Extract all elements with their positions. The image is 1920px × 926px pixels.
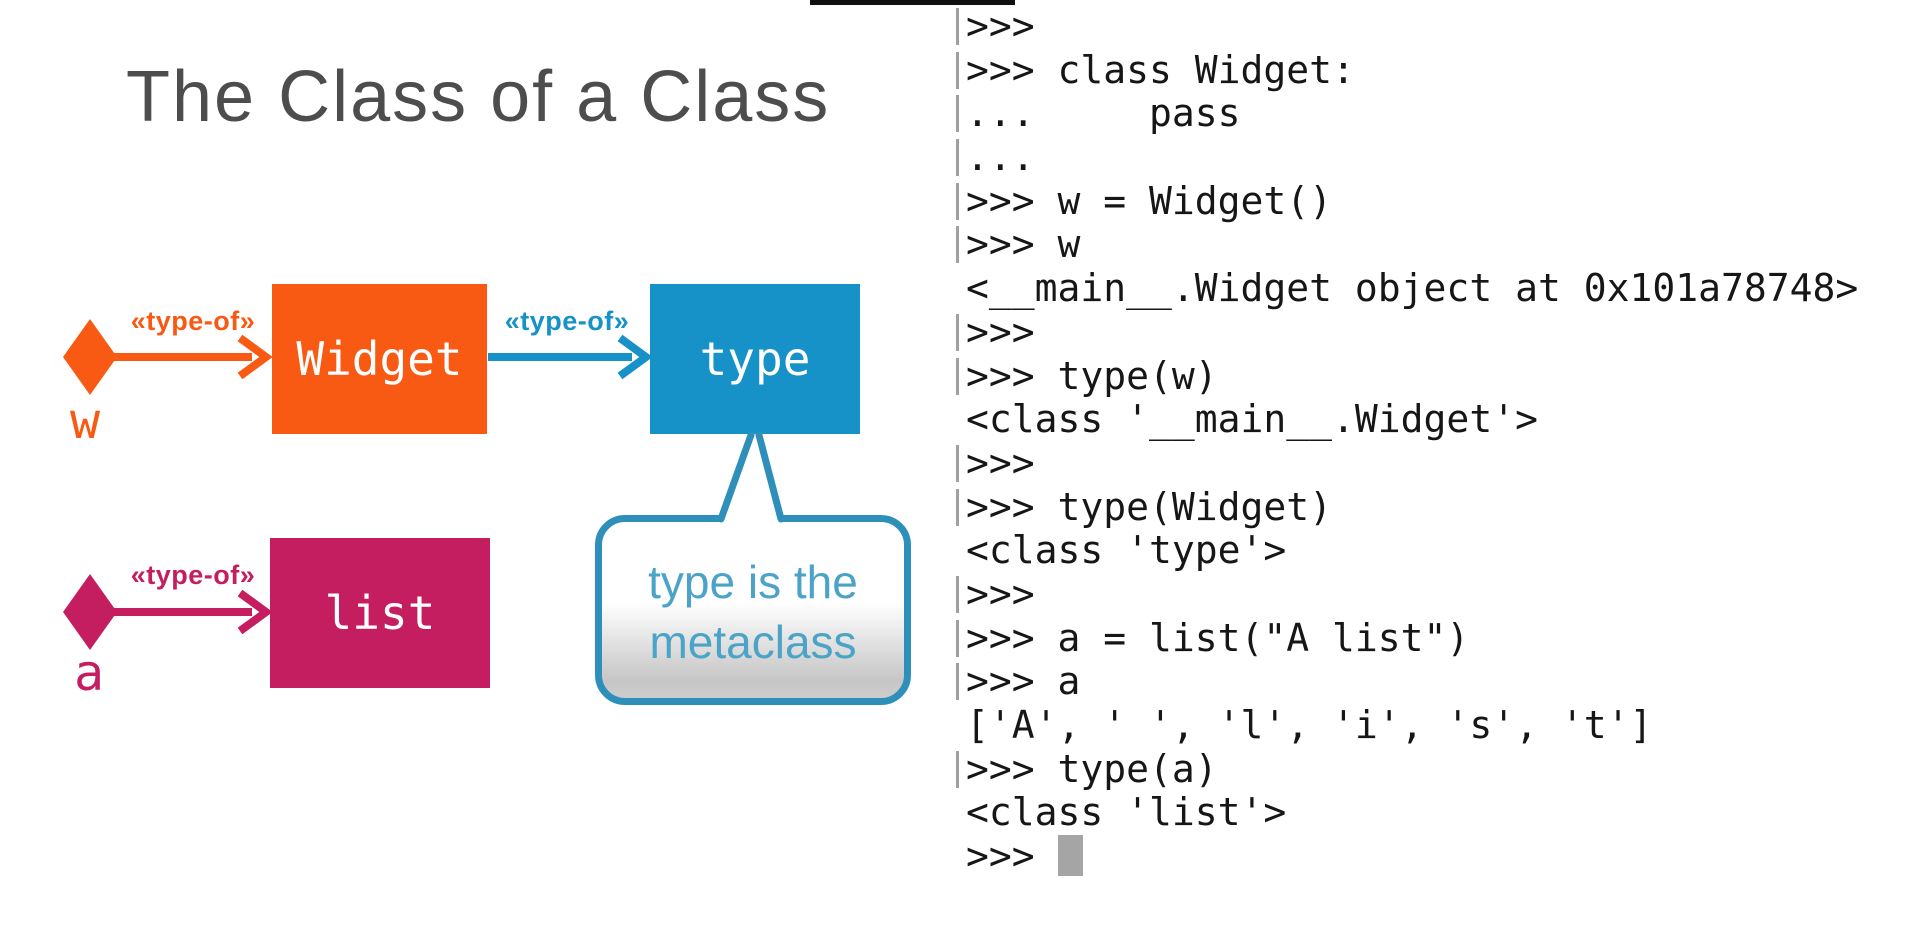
terminal-line-text: >>> type(a)	[966, 746, 1218, 791]
terminal-line-text: >>>	[966, 440, 1058, 485]
terminal-line-text: >>> w = Widget()	[966, 178, 1333, 223]
terminal-line-text: >>>	[966, 309, 1058, 354]
typeof-label-w-widget: «type-of»	[130, 306, 256, 336]
typeof-label-a-list: «type-of»	[130, 560, 256, 590]
callout-text-line1: type is the	[648, 556, 858, 608]
terminal-line: >>> type(Widget)	[956, 484, 1916, 530]
terminal-line-text: >>>	[966, 571, 1058, 616]
terminal-line: <class 'type'>	[966, 528, 1916, 573]
instance-a-diamond-icon	[63, 574, 117, 650]
type-class-label: type	[699, 332, 811, 386]
metaclass-callout: type is the metaclass	[595, 515, 911, 705]
terminal-line-text: >>> w	[966, 222, 1081, 267]
terminal-line: >>> w	[956, 222, 1916, 267]
terminal-line-text: ...	[966, 135, 1035, 180]
widget-class-box: Widget	[272, 284, 487, 434]
terminal-line: >>> type(w)	[956, 353, 1916, 399]
terminal-line: >>>	[956, 4, 1916, 49]
arrowhead-widget-to-type-icon	[617, 334, 653, 380]
widget-class-label: Widget	[296, 332, 463, 386]
terminal-line: ['A', ' ', 'l', 'i', 's', 't']	[966, 703, 1916, 748]
terminal-line-text: ... pass	[966, 91, 1241, 136]
terminal-line-text: <__main__.Widget object at 0x101a78748>	[966, 266, 1859, 311]
arrowhead-w-to-widget-icon	[237, 334, 273, 380]
var-a-label: a	[74, 644, 105, 702]
terminal-line-text: >>> class Widget:	[966, 47, 1355, 92]
callout-tail-fill	[719, 434, 783, 524]
terminal-line-text: <class '__main__.Widget'>	[966, 397, 1538, 442]
terminal-line-text: >>> a	[966, 659, 1081, 704]
terminal-line: >>> a = list("A list")	[956, 615, 1916, 661]
video-top-strip	[810, 0, 1015, 5]
terminal-line: <class '__main__.Widget'>	[966, 397, 1916, 442]
terminal-line: ... pass	[956, 91, 1916, 136]
page-title: The Class of a Class	[126, 57, 831, 137]
var-w-label: w	[70, 392, 101, 450]
terminal-line-text: >>> type(w)	[966, 353, 1218, 398]
terminal-line: >>>	[966, 834, 1916, 879]
terminal-line-text: <class 'type'>	[966, 528, 1287, 573]
list-class-box: list	[270, 538, 490, 688]
terminal-line: ...	[956, 135, 1916, 180]
terminal-line: >>> w = Widget()	[956, 178, 1916, 224]
callout-text-line2: metaclass	[649, 616, 857, 668]
terminal-line: >>>	[956, 440, 1916, 486]
python-repl[interactable]: >>> >>> class Widget:... pass...>>> w = …	[956, 4, 1916, 879]
terminal-line: >>> type(a)	[956, 746, 1916, 792]
terminal-line: >>> class Widget:	[956, 47, 1916, 93]
terminal-line: >>>	[956, 571, 1916, 617]
list-class-label: list	[324, 586, 436, 640]
terminal-line-text: >>> a = list("A list")	[966, 615, 1470, 660]
terminal-line-text: >>>	[966, 834, 1058, 879]
terminal-line: <class 'list'>	[966, 791, 1916, 835]
instance-w-diamond-icon	[63, 319, 117, 395]
typeof-label-widget-type: «type-of»	[504, 306, 630, 336]
diagram-connector-layer	[63, 319, 653, 650]
terminal-line-text: >>>	[966, 4, 1058, 48]
callout-tail-stroke	[717, 431, 785, 523]
callout-tail	[717, 431, 785, 524]
text-cursor	[1057, 835, 1083, 877]
terminal-line-text: ['A', ' ', 'l', 'i', 's', 't']	[966, 703, 1653, 747]
terminal-line: <__main__.Widget object at 0x101a78748>	[966, 266, 1916, 311]
terminal-line: >>> a	[956, 659, 1916, 704]
terminal-lines: >>> >>> class Widget:... pass...>>> w = …	[956, 4, 1916, 879]
terminal-line-text: >>> type(Widget)	[966, 484, 1333, 529]
terminal-line: >>>	[956, 309, 1916, 355]
terminal-line-text: <class 'list'>	[966, 790, 1287, 835]
arrowhead-a-to-list-icon	[237, 589, 273, 635]
type-class-box: type	[650, 284, 860, 434]
